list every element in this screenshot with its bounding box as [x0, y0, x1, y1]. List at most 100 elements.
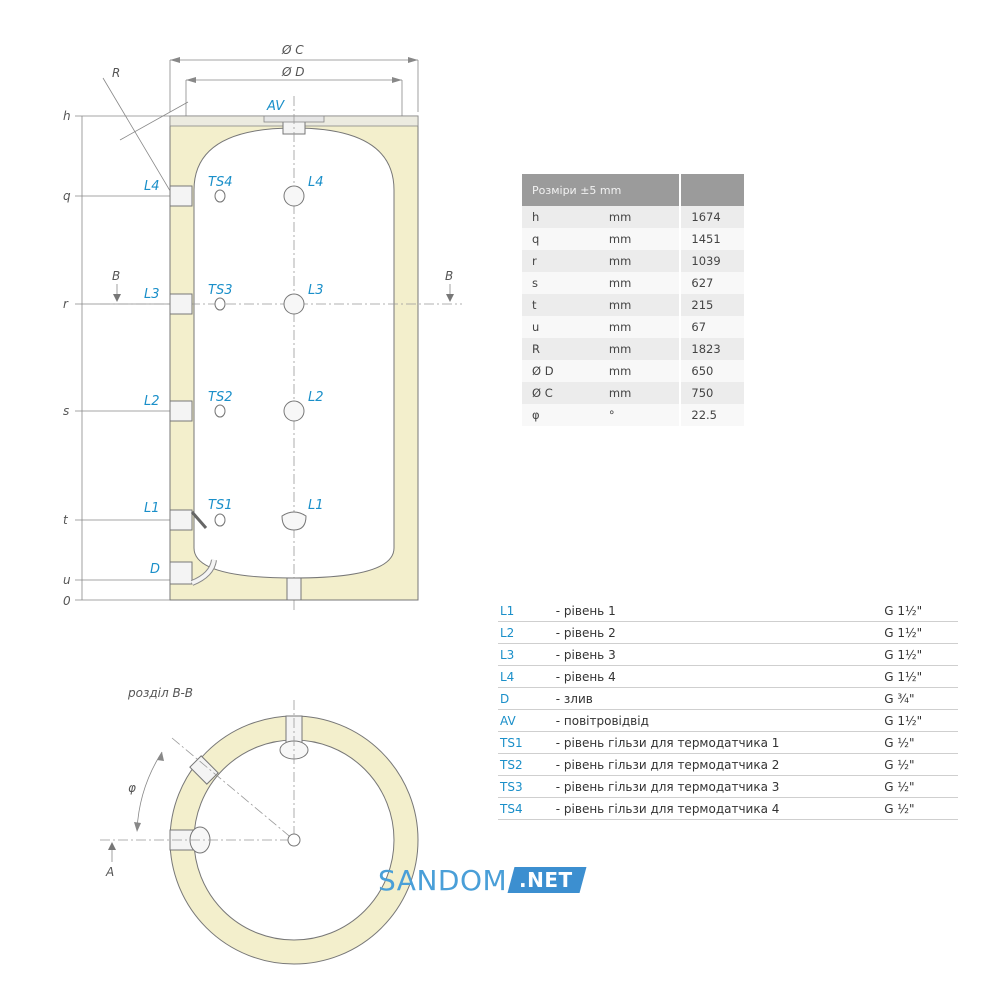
- connection-size: G ½": [884, 775, 958, 798]
- dim-param: Ø C: [522, 382, 599, 404]
- section-mark-right: B: [445, 269, 453, 283]
- dim-param: Ø D: [522, 360, 599, 382]
- dimensions-header-value: [679, 174, 744, 206]
- view-label-a: A: [105, 865, 114, 879]
- dim-label-od: Ø D: [281, 65, 305, 79]
- height-label-u: u: [63, 573, 71, 587]
- label-av: AV: [266, 99, 285, 114]
- dim-unit: mm: [598, 206, 681, 228]
- label-l1-center: L1: [308, 498, 324, 513]
- connection-code: L2: [498, 621, 556, 644]
- dim-unit: mm: [598, 272, 681, 294]
- dim-unit: mm: [598, 228, 681, 250]
- dim-value: 627: [679, 272, 744, 294]
- connection-description: - повітровідвід: [555, 709, 885, 732]
- connection-size: G ½": [884, 797, 958, 820]
- label-l2-side: L2: [144, 394, 160, 409]
- dim-unit: mm: [598, 360, 681, 382]
- height-label-h: h: [63, 109, 71, 123]
- dim-unit: mm: [598, 382, 681, 404]
- connection-description: - рівень 4: [555, 665, 885, 688]
- height-label-s: s: [63, 404, 69, 418]
- dim-param: φ: [522, 404, 599, 426]
- connection-code: D: [498, 687, 556, 710]
- dim-value: 750: [679, 382, 744, 404]
- height-ticks: [75, 115, 170, 601]
- connection-description: - рівень гільзи для термодатчика 2: [555, 753, 885, 776]
- connection-description: - рівень гільзи для термодатчика 3: [555, 775, 885, 798]
- connection-code: TS2: [498, 753, 556, 776]
- connection-size: G 1½": [884, 621, 958, 644]
- dim-param: u: [522, 316, 599, 338]
- connection-description: - рівень 1: [555, 600, 885, 622]
- label-d: D: [150, 562, 160, 577]
- section-view: розділ B-B φ A: [100, 686, 419, 965]
- connection-code: TS3: [498, 775, 556, 798]
- dimension-row: φ°22.5: [522, 404, 744, 426]
- label-l3-side: L3: [144, 287, 160, 302]
- dim-param: t: [522, 294, 599, 316]
- label-l4-side: L4: [144, 179, 160, 194]
- connection-size: G 1½": [884, 665, 958, 688]
- height-label-r: r: [63, 297, 69, 311]
- dim-value: 1823: [679, 338, 744, 360]
- connection-size: G 1½": [884, 709, 958, 732]
- dim-unit: mm: [598, 294, 681, 316]
- dim-unit: °: [598, 404, 681, 426]
- watermark-brand: SANDOM: [378, 864, 508, 897]
- connection-size: G ¾": [884, 687, 958, 710]
- dim-value: 1451: [679, 228, 744, 250]
- section-mark-left: B: [112, 269, 120, 283]
- dim-param: R: [522, 338, 599, 360]
- dim-unit: mm: [598, 316, 681, 338]
- height-label-t: t: [63, 513, 69, 527]
- connection-size: G ½": [884, 753, 958, 776]
- connection-code: TS1: [498, 731, 556, 754]
- label-l1-side: L1: [144, 501, 160, 516]
- d-nozzle: [169, 561, 193, 585]
- dim-param: q: [522, 228, 599, 250]
- l3-nozzle: [169, 293, 193, 315]
- connection-description: - рівень гільзи для термодатчика 4: [555, 797, 885, 820]
- label-l4-center: L4: [308, 175, 324, 190]
- label-ts4: TS4: [208, 175, 232, 190]
- label-ts2: TS2: [208, 390, 232, 405]
- dim-param: h: [522, 206, 599, 228]
- connection-description: - злив: [555, 687, 885, 710]
- watermark-logo: SANDOM .NET: [378, 864, 587, 897]
- connection-description: - рівень 3: [555, 643, 885, 666]
- watermark-suffix-badge: .NET: [507, 867, 587, 893]
- height-label-q: q: [63, 189, 71, 203]
- dim-value: 67: [679, 316, 744, 338]
- dim-value: 22.5: [679, 404, 744, 426]
- dim-param: r: [522, 250, 599, 272]
- connection-size: G 1½": [884, 600, 958, 622]
- label-ts1: TS1: [208, 498, 232, 513]
- label-l3-center: L3: [308, 283, 324, 298]
- l1-nozzle: [169, 509, 193, 531]
- watermark-suffix: .NET: [519, 868, 573, 892]
- connection-code: L4: [498, 665, 556, 688]
- angle-label: φ: [128, 781, 136, 795]
- connection-description: - рівень 2: [555, 621, 885, 644]
- dim-value: 1039: [679, 250, 744, 272]
- front-view: Ø C Ø D R AV h q r s: [63, 43, 462, 612]
- dim-param: s: [522, 272, 599, 294]
- connection-description: - рівень гільзи для термодатчика 1: [555, 731, 885, 754]
- connection-code: L1: [498, 600, 556, 622]
